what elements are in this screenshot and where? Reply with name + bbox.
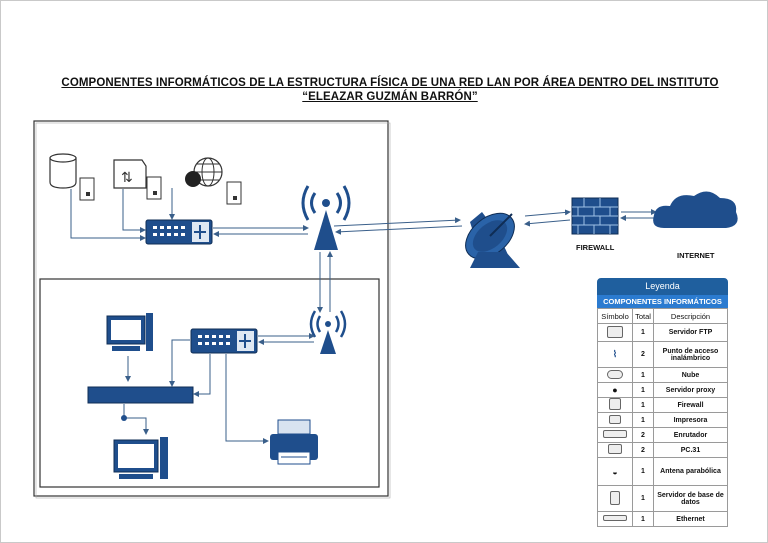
legend-total: 1 (632, 382, 654, 398)
legend-row: 1 Servidor FTP (597, 323, 728, 342)
pc-icon (597, 442, 633, 458)
ftp-server-icon: ⇅ (113, 159, 162, 200)
legend-row: 2 PC.31 (597, 442, 728, 458)
router-icon-bottom (190, 328, 258, 354)
legend-desc: Servidor FTP (653, 323, 728, 342)
pc-icon-bottom (113, 437, 168, 479)
legend-row: 1 Impresora (597, 412, 728, 428)
legend-total: 1 (632, 397, 654, 413)
wireless-ap-icon: ⌇ (597, 341, 633, 368)
legend-row: 2 Enrutador (597, 427, 728, 443)
legend-desc: PC.31 (653, 442, 728, 458)
satellite-dish-icon: ◒ (597, 457, 633, 486)
legend-header-description: Descripción (653, 308, 728, 324)
firewall-icon (571, 197, 619, 235)
wireless-ap-icon-top (301, 185, 351, 250)
database-server-icon (49, 153, 95, 201)
legend-header-row: Símbolo Total Descripción (597, 308, 728, 324)
ethernet-icon (597, 511, 633, 527)
satellite-dish-icon (465, 212, 520, 268)
legend-total: 1 (632, 412, 654, 428)
legend-header-symbol: Símbolo (597, 308, 633, 324)
title-line-2: “ELEAZAR GUZMÁN BARRÓN” (302, 91, 478, 103)
internet-label: INTERNET (677, 251, 715, 260)
legend-desc: Enrutador (653, 427, 728, 443)
area-outer-box (33, 120, 389, 497)
legend-total: 1 (632, 511, 654, 527)
legend-row: 1 Servidor de base de datos (597, 485, 728, 512)
legend-row: 1 Nube (597, 367, 728, 383)
legend-desc: Ethernet (653, 511, 728, 527)
database-server-icon (597, 485, 633, 512)
router-icon-top (145, 219, 213, 245)
legend-desc: Firewall (653, 397, 728, 413)
ethernet-icon (87, 386, 194, 421)
pc-icon-top (106, 313, 153, 351)
legend-desc: Servidor proxy (653, 382, 728, 398)
legend-desc: Antena parabólica (653, 457, 728, 486)
printer-icon (597, 412, 633, 428)
legend-row: ◒ 1 Antena parabólica (597, 457, 728, 486)
router-icon (597, 427, 633, 443)
legend-desc: Impresora (653, 412, 728, 428)
ftp-server-icon (597, 323, 633, 342)
legend-desc: Punto de acceso inalámbrico (653, 341, 728, 368)
proxy-server-icon (185, 157, 242, 205)
cloud-icon (597, 367, 633, 383)
title-line-1: COMPONENTES INFORMÁTICOS DE LA ESTRUCTUR… (61, 77, 719, 89)
legend-subtitle: COMPONENTES INFORMÁTICOS (597, 295, 728, 308)
area-inner-box (39, 278, 380, 488)
firewall-icon (597, 397, 633, 413)
legend-desc: Servidor de base de datos (653, 485, 728, 512)
legend-total: 2 (632, 427, 654, 443)
legend-title: Leyenda (597, 278, 728, 295)
printer-icon (270, 419, 318, 465)
legend-total: 2 (632, 442, 654, 458)
svg-text:⇅: ⇅ (121, 170, 133, 186)
legend-table: Símbolo Total Descripción 1 Servidor FTP… (597, 308, 728, 527)
legend-total: 1 (632, 457, 654, 486)
legend-total: 1 (632, 323, 654, 342)
legend-total: 1 (632, 485, 654, 512)
legend-row: ● 1 Servidor proxy (597, 382, 728, 398)
legend-header-total: Total (632, 308, 654, 324)
legend-row: 1 Ethernet (597, 511, 728, 527)
legend-row: ⌇ 2 Punto de acceso inalámbrico (597, 341, 728, 368)
legend: Leyenda COMPONENTES INFORMÁTICOS Símbolo… (597, 278, 728, 527)
firewall-label: FIREWALL (576, 243, 615, 252)
legend-total: 2 (632, 341, 654, 368)
proxy-server-icon: ● (597, 382, 633, 398)
legend-total: 1 (632, 367, 654, 383)
legend-desc: Nube (653, 367, 728, 383)
wireless-ap-icon-bottom (309, 310, 347, 354)
cloud-icon (653, 191, 738, 228)
legend-row: 1 Firewall (597, 397, 728, 413)
